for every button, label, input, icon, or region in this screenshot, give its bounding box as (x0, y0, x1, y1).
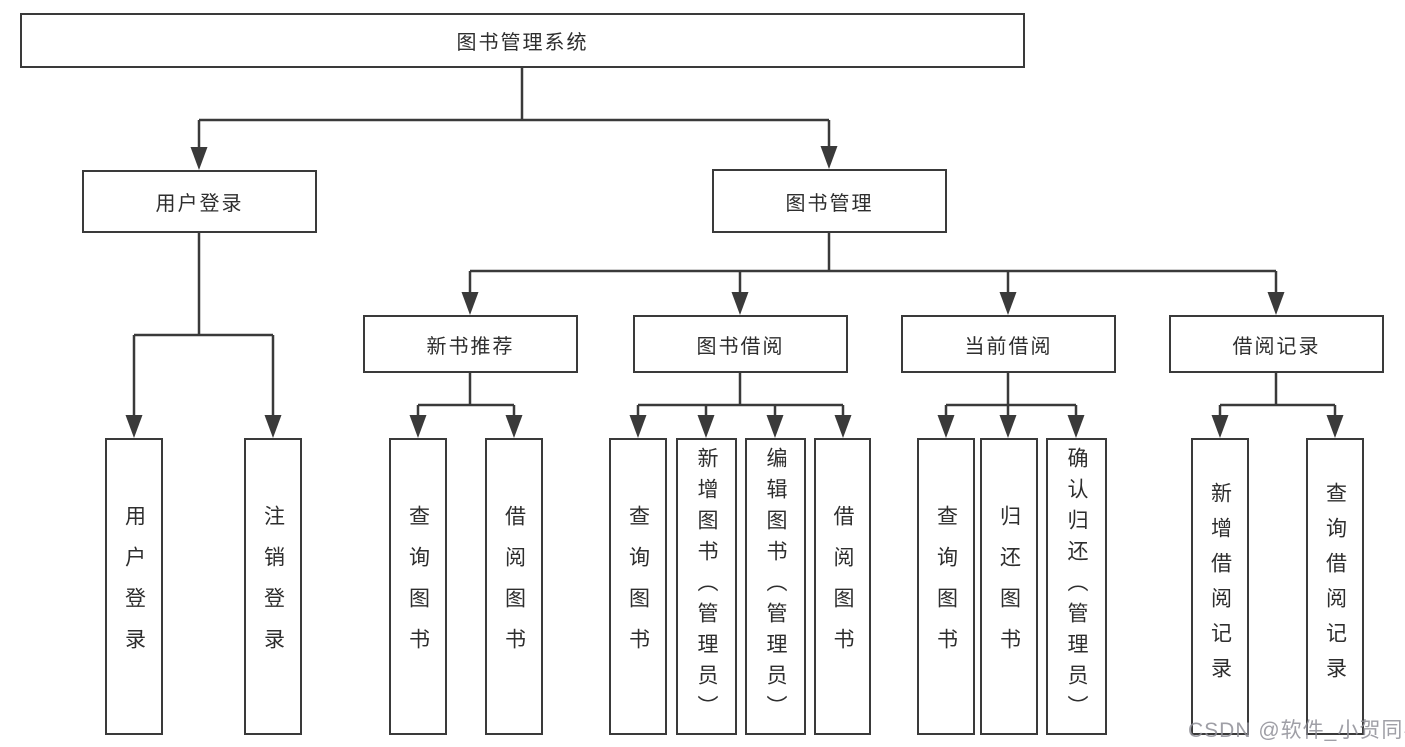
arrowhead-icon (820, 146, 838, 169)
arrowhead-icon (190, 147, 208, 170)
arrowhead-icon (697, 415, 715, 438)
arrowhead-icon (629, 415, 647, 438)
leaf-query-books-recommend: 查询图书 (389, 438, 447, 735)
node-current-borrow: 当前借阅 (901, 315, 1116, 373)
node-current-borrow-label: 当前借阅 (964, 335, 1053, 358)
leaf-return-books: 归还图书 (980, 438, 1038, 735)
watermark: CSDN @软件_小贺同学 (1188, 719, 1405, 742)
leaf-edit-book-admin-label: 编辑图书（管理员） (764, 447, 787, 726)
arrowhead-icon (505, 415, 523, 438)
arrowhead-icon (264, 415, 282, 438)
arrowhead-icon (125, 415, 143, 438)
arrowhead-icon (1267, 292, 1285, 315)
leaf-user-login-label: 用户登录 (122, 504, 146, 669)
arrowhead-icon (1326, 415, 1344, 438)
leaf-logout-label: 注销登录 (261, 504, 285, 669)
leaf-query-books-recommend-label: 查询图书 (406, 504, 430, 669)
node-user-login: 用户登录 (82, 170, 317, 233)
arrowhead-icon (1067, 415, 1085, 438)
node-root-label: 图书管理系统 (456, 32, 589, 54)
arrowhead-icon (461, 292, 479, 315)
arrowhead-icon (409, 415, 427, 438)
leaf-add-book-admin-label: 新增图书（管理员） (695, 447, 718, 726)
node-borrow-records: 借阅记录 (1169, 315, 1384, 373)
arrowhead-icon (999, 415, 1017, 438)
leaf-query-books-borrow-label: 查询图书 (626, 504, 650, 669)
leaf-add-borrow-record-label: 新增借阅记录 (1208, 481, 1232, 692)
arrowhead-icon (999, 292, 1017, 315)
arrowhead-icon (766, 415, 784, 438)
node-new-book-recommend-label: 新书推荐 (426, 335, 515, 358)
leaf-logout: 注销登录 (244, 438, 302, 735)
node-borrow-records-label: 借阅记录 (1232, 335, 1321, 358)
leaf-edit-book-admin: 编辑图书（管理员） (745, 438, 806, 735)
connector-lines (132, 68, 1337, 420)
leaf-query-borrow-record: 查询借阅记录 (1306, 438, 1364, 735)
arrowhead-icon (937, 415, 955, 438)
leaf-user-login: 用户登录 (105, 438, 163, 735)
leaf-query-borrow-record-label: 查询借阅记录 (1323, 481, 1347, 692)
leaf-confirm-return-admin-label: 确认归还（管理员） (1065, 447, 1088, 726)
node-user-login-label: 用户登录 (155, 193, 244, 215)
node-root: 图书管理系统 (20, 13, 1025, 68)
leaf-borrow-books-recommend-label: 借阅图书 (502, 504, 526, 669)
node-book-borrow: 图书借阅 (633, 315, 848, 373)
leaf-confirm-return-admin: 确认归还（管理员） (1046, 438, 1107, 735)
leaf-borrow-books-borrow: 借阅图书 (814, 438, 871, 735)
arrowhead-icon (1211, 415, 1229, 438)
node-new-book-recommend: 新书推荐 (363, 315, 578, 373)
node-book-borrow-label: 图书借阅 (696, 335, 785, 358)
leaf-borrow-books-borrow-label: 借阅图书 (831, 504, 854, 669)
leaf-query-books-borrow: 查询图书 (609, 438, 667, 735)
leaf-query-books-current: 查询图书 (917, 438, 975, 735)
leaf-query-books-current-label: 查询图书 (934, 504, 958, 669)
node-book-management-label: 图书管理 (785, 192, 874, 215)
leaf-return-books-label: 归还图书 (997, 504, 1021, 669)
arrowhead-icon (731, 292, 749, 315)
arrowhead-icon (834, 415, 852, 438)
leaf-add-borrow-record: 新增借阅记录 (1191, 438, 1249, 735)
leaf-borrow-books-recommend: 借阅图书 (485, 438, 543, 735)
node-book-management: 图书管理 (712, 169, 947, 233)
leaf-add-book-admin: 新增图书（管理员） (676, 438, 737, 735)
